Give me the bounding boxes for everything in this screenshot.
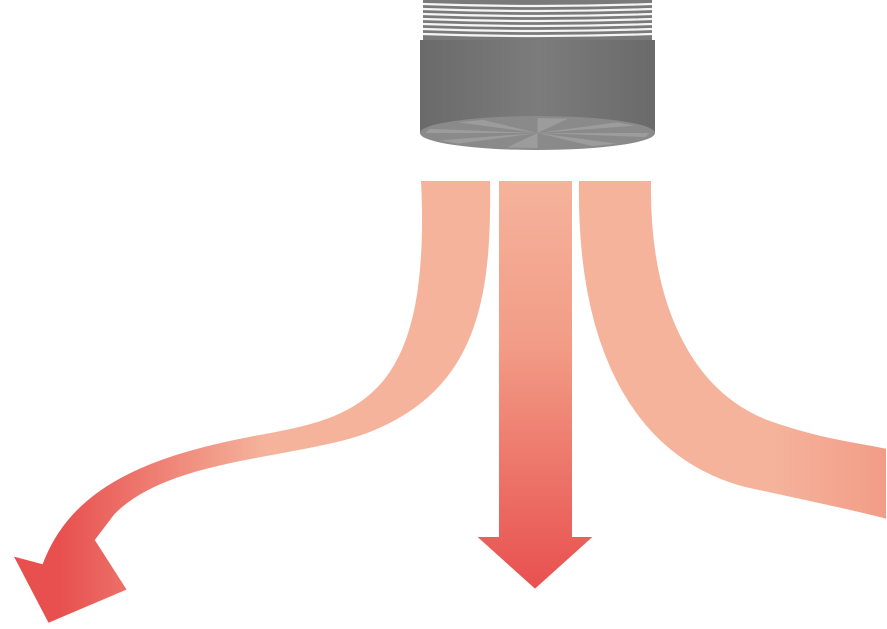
thread-ring: [422, 32, 653, 38]
vane: [537, 133, 617, 147]
thread-ring: [422, 7, 653, 13]
thread-ring: [422, 17, 653, 23]
vane: [425, 128, 538, 133]
right-airflow-arrow: [576, 179, 887, 522]
nozzle-thread-rings: [422, 0, 653, 42]
center-airflow-arrow: [472, 179, 598, 592]
left-airflow-arrow: [10, 179, 493, 626]
thread-ring: [422, 12, 653, 18]
nozzle-icon: [420, 0, 655, 150]
vane: [537, 133, 650, 138]
vane: [537, 122, 636, 133]
vane: [537, 118, 568, 133]
nozzle-vanes: [425, 118, 650, 148]
thread-ring: [422, 2, 653, 8]
thread-ring: [422, 22, 653, 28]
vane: [439, 133, 538, 144]
thread-ring: [422, 27, 653, 33]
vane: [458, 119, 538, 133]
vane: [507, 133, 538, 148]
